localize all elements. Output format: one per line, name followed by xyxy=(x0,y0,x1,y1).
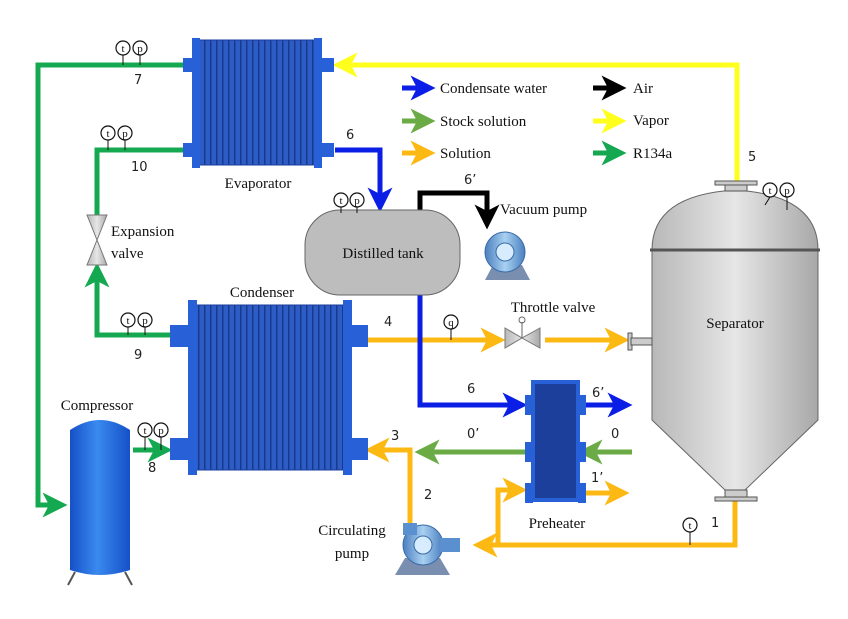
solution-line-1 xyxy=(472,500,738,558)
legend: Condensate water Stock solution Solution… xyxy=(402,75,673,166)
svg-text:t: t xyxy=(121,43,124,55)
legend-vapor: Vapor xyxy=(593,108,669,134)
distilled-tank-label: Distilled tank xyxy=(342,246,424,262)
svg-text:p: p xyxy=(784,185,790,197)
vacuum-pump-label: Vacuum pump xyxy=(500,202,587,218)
point-6prime: 6’ xyxy=(592,386,604,401)
svg-text:Solution: Solution xyxy=(440,146,491,162)
point-6: 6 xyxy=(467,382,475,397)
svg-text:Condensate water: Condensate water xyxy=(440,81,547,97)
point-8: 8 xyxy=(148,461,156,476)
svg-text:t: t xyxy=(143,425,146,437)
gauge-t-9: t xyxy=(120,312,136,335)
svg-text:p: p xyxy=(142,315,148,327)
gauge-t-10: t xyxy=(100,125,116,150)
svg-text:t: t xyxy=(126,315,129,327)
gauge-p-tank: p xyxy=(349,192,365,213)
svg-text:t: t xyxy=(339,195,342,207)
legend-solution: Solution xyxy=(402,140,491,166)
vapor-line-5 xyxy=(332,52,740,183)
r134a-line-7 xyxy=(35,62,185,518)
point-4: 4 xyxy=(384,315,392,330)
svg-text:p: p xyxy=(122,128,128,140)
point-0: 0 xyxy=(611,427,619,442)
r134a-line-9 xyxy=(84,262,170,338)
expansion-valve-label-2: valve xyxy=(111,246,144,262)
condenser-label: Condenser xyxy=(230,285,294,301)
circulating-pump-label-2: pump xyxy=(335,546,369,562)
point-6-evap: 6 xyxy=(346,128,354,143)
legend-condensate-water: Condensate water xyxy=(402,75,547,101)
distilled-tank[interactable]: Distilled tank xyxy=(304,209,461,296)
svg-text:p: p xyxy=(158,425,164,437)
svg-text:R134a: R134a xyxy=(633,146,673,162)
gauge-p-7: p xyxy=(132,40,148,65)
gauge-t-5: t xyxy=(762,182,778,206)
expansion-valve[interactable]: Expansion valve xyxy=(86,214,175,266)
point-10: 10 xyxy=(131,160,148,175)
condenser[interactable]: Condenser xyxy=(170,285,368,475)
point-3: 3 xyxy=(391,429,399,444)
point-1prime: 1’ xyxy=(591,471,603,486)
evaporator-label: Evaporator xyxy=(225,176,292,192)
svg-text:t: t xyxy=(768,185,771,197)
solution-line-2-3 xyxy=(364,437,413,525)
legend-r134a: R134a xyxy=(593,140,673,166)
condensate-line-6 xyxy=(335,147,393,213)
separator-label: Separator xyxy=(706,316,763,332)
throttle-valve-label: Throttle valve xyxy=(511,300,596,316)
point-1: 1 xyxy=(711,516,719,531)
gauge-t-tank: t xyxy=(333,192,349,213)
legend-air: Air xyxy=(593,75,653,101)
svg-text:p: p xyxy=(354,195,360,207)
expansion-valve-label-1: Expansion xyxy=(111,224,175,240)
condensate-line-6b xyxy=(417,295,528,418)
svg-text:Air: Air xyxy=(633,81,653,97)
gauge-p-9: p xyxy=(137,312,153,335)
svg-text:q: q xyxy=(448,317,454,329)
pipes xyxy=(35,52,740,558)
point-7: 7 xyxy=(134,73,142,88)
solution-line-1-branch xyxy=(495,477,528,545)
svg-text:p: p xyxy=(137,43,143,55)
gauge-q-4: q xyxy=(443,314,459,340)
preheater[interactable]: Preheater xyxy=(525,380,586,532)
preheater-label: Preheater xyxy=(529,516,586,532)
svg-text:Stock solution: Stock solution xyxy=(440,114,527,130)
gauge-t-1: t xyxy=(682,517,698,545)
svg-text:t: t xyxy=(106,128,109,140)
gauges: t p t p t p t p t p q t p t xyxy=(100,40,795,545)
point-0prime: 0’ xyxy=(467,427,479,442)
gauge-p-10: p xyxy=(117,125,133,150)
point-6prime-air: 6’ xyxy=(464,173,476,188)
gauge-p-5: p xyxy=(779,182,795,210)
state-point-labels: 7 10 9 8 6 6’ 4 5 6 6’ 0 0’ 1’ 1 2 3 xyxy=(131,73,756,531)
gauge-t-7: t xyxy=(115,40,131,65)
r134a-line-10 xyxy=(94,147,185,215)
compressor-label: Compressor xyxy=(61,398,134,414)
point-2: 2 xyxy=(424,488,432,503)
svg-text:Vapor: Vapor xyxy=(633,113,669,129)
legend-stock-solution: Stock solution xyxy=(402,108,527,134)
evaporator[interactable]: Evaporator xyxy=(183,38,334,192)
svg-text:t: t xyxy=(688,520,691,532)
gauge-t-8: t xyxy=(137,422,153,450)
compressor[interactable]: Compressor xyxy=(61,398,134,586)
throttle-valve[interactable]: Throttle valve xyxy=(504,300,596,349)
point-9: 9 xyxy=(134,348,142,363)
gauge-p-8: p xyxy=(153,422,169,450)
circulating-pump-label-1: Circulating xyxy=(318,523,386,539)
air-line-6prime xyxy=(417,190,500,230)
vacuum-pump[interactable]: Vacuum pump xyxy=(484,202,587,280)
point-5: 5 xyxy=(748,150,756,165)
separator[interactable]: Separator xyxy=(627,180,820,502)
circulating-pump[interactable]: Circulating pump xyxy=(318,523,460,575)
